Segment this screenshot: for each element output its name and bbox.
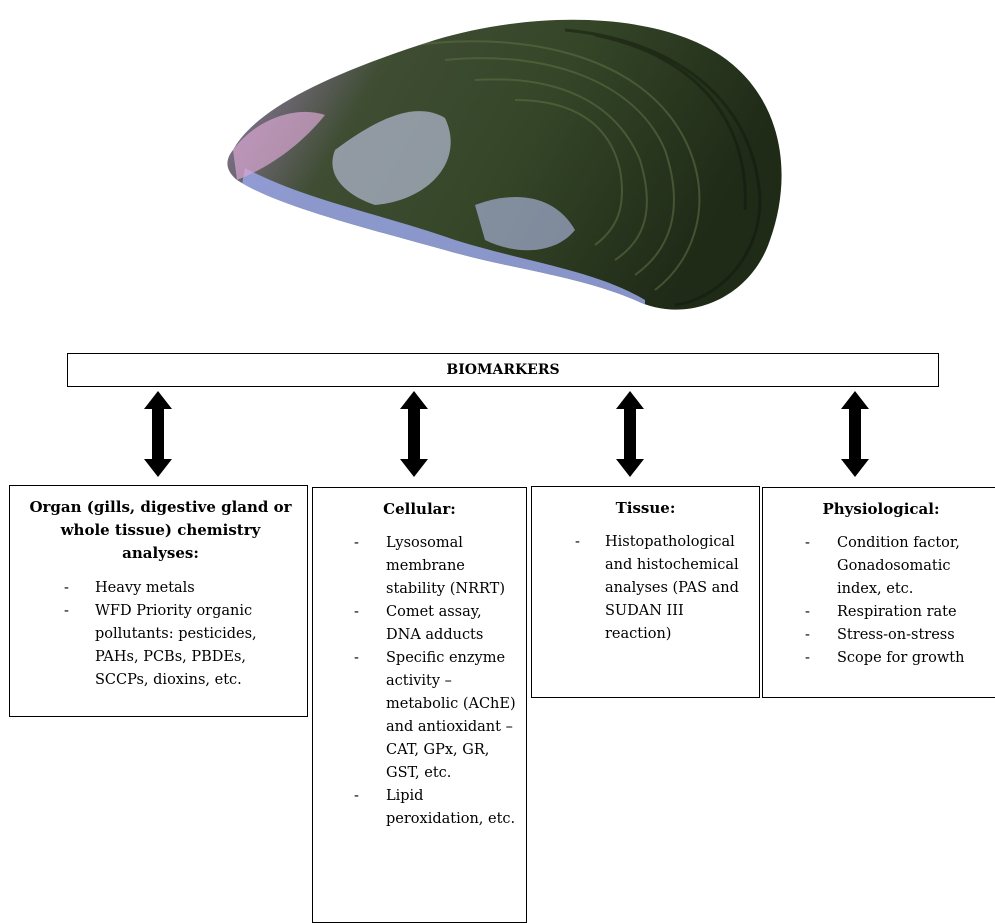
cellular-box: Cellular: -Lysosomal membrane stability …: [312, 487, 527, 923]
item-list: -Heavy metals -WFD Priority organic poll…: [22, 577, 299, 692]
box-title: Physiological:: [771, 498, 991, 521]
double-arrow-icon: [841, 391, 869, 477]
list-item: -WFD Priority organic pollutants: pestic…: [22, 600, 299, 692]
box-title: Cellular:: [321, 498, 518, 521]
tissue-box: Tissue: -Histopathological and histochem…: [531, 486, 760, 698]
item-list: -Condition factor, Gonadosomatic index, …: [771, 532, 991, 670]
double-arrow-icon: [144, 391, 172, 477]
box-title: Tissue:: [540, 497, 751, 520]
mussel-illustration: [215, 0, 800, 335]
double-arrow-icon: [616, 391, 644, 477]
physiological-box: Physiological: -Condition factor, Gonado…: [762, 487, 995, 698]
biomarkers-header: BIOMARKERS: [67, 353, 939, 387]
list-item: -Respiration rate: [771, 601, 991, 624]
double-arrow-icon: [400, 391, 428, 477]
box-title: Organ (gills, digestive gland or whole t…: [22, 496, 299, 565]
list-item: -Stress-on-stress: [771, 624, 991, 647]
item-list: -Histopathological and histochemical ana…: [540, 531, 751, 646]
organ-chemistry-box: Organ (gills, digestive gland or whole t…: [9, 485, 308, 717]
list-item: -Specific enzyme activity – metabolic (A…: [321, 647, 518, 785]
list-item: -Heavy metals: [22, 577, 299, 600]
list-item: -Scope for growth: [771, 647, 991, 670]
list-item: -Lipid peroxidation, etc.: [321, 785, 518, 831]
list-item: -Histopathological and histochemical ana…: [540, 531, 751, 646]
list-item: -Comet assay, DNA adducts: [321, 601, 518, 647]
mussel-shell-image: [215, 0, 800, 335]
item-list: -Lysosomal membrane stability (NRRT) -Co…: [321, 532, 518, 831]
list-item: -Condition factor, Gonadosomatic index, …: [771, 532, 991, 601]
list-item: -Lysosomal membrane stability (NRRT): [321, 532, 518, 601]
